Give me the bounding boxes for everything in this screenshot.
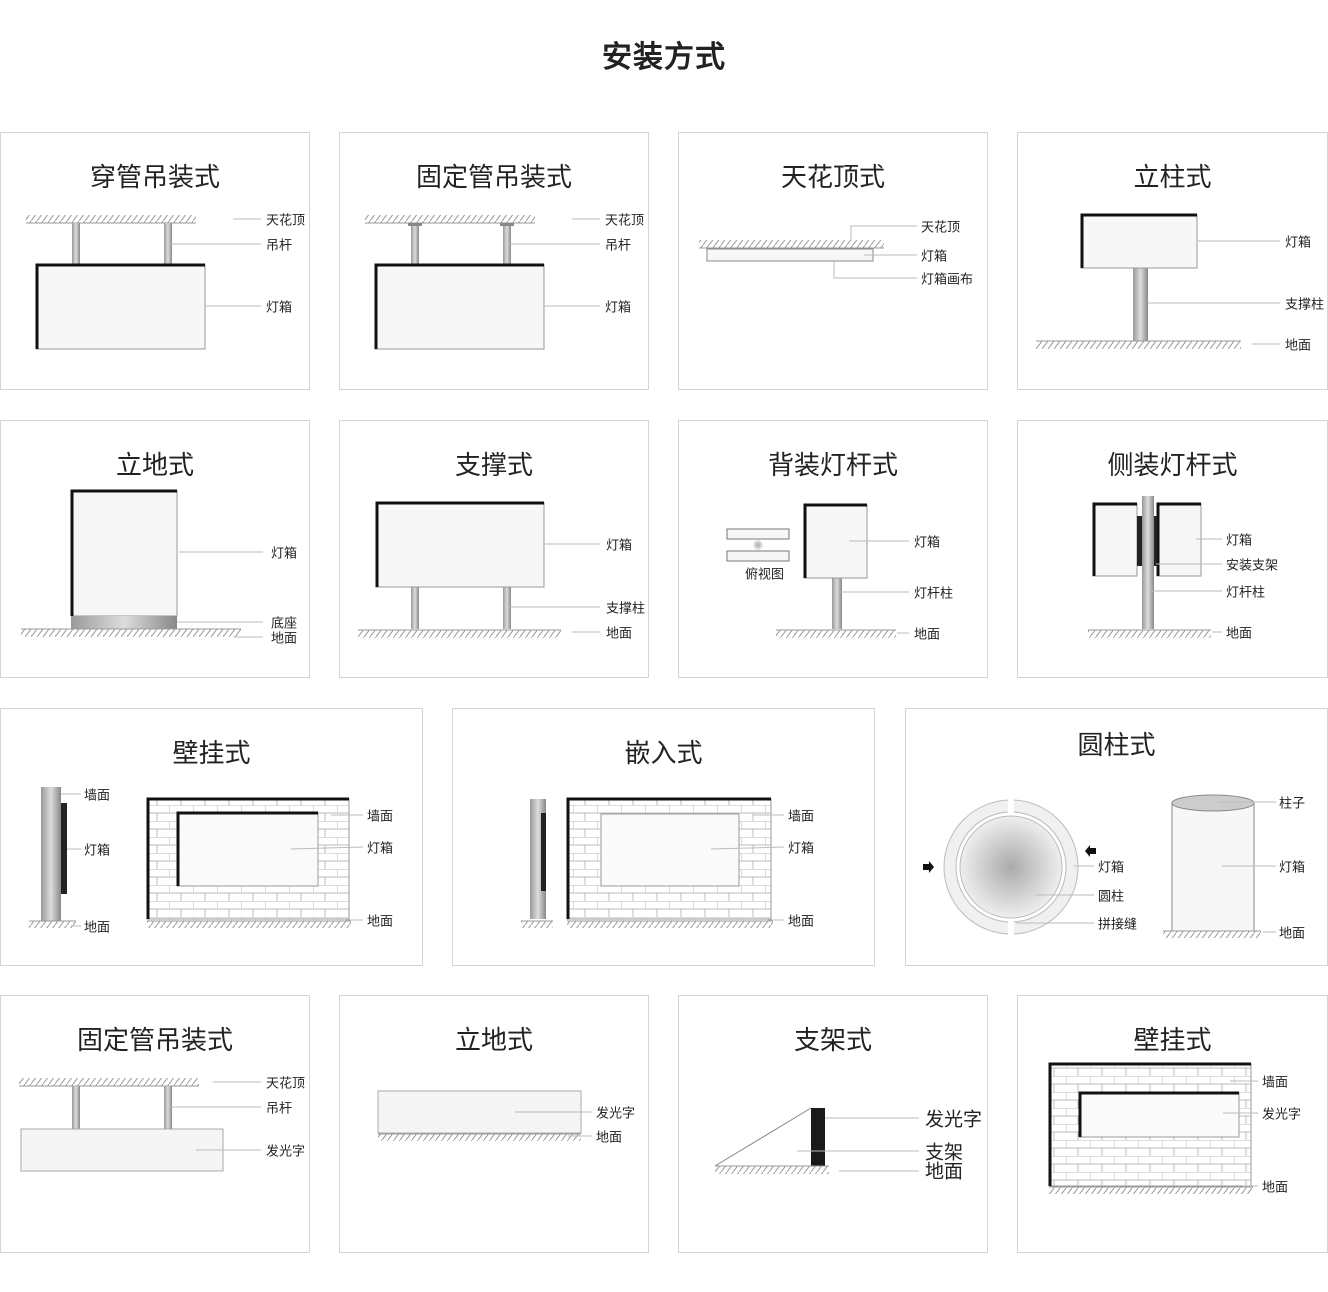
panel-fixed-pipe-hanging-letters: 固定管吊装式 天花顶 吊杆 发光字 xyxy=(0,995,310,1253)
panel-bracket: 支架式 发光字 支架 地面 xyxy=(678,995,988,1253)
label-base: 底座 xyxy=(271,616,298,632)
panel-ceiling-mount: 天花顶式 天花顶 灯箱 灯箱画布 xyxy=(678,132,988,390)
label-lightbox: 灯箱 xyxy=(266,300,293,316)
diagram xyxy=(714,1107,919,1174)
diagram xyxy=(1048,1062,1258,1194)
label-light-pole: 灯杆柱 xyxy=(914,586,954,602)
panel-title: 背装灯杆式 xyxy=(767,451,898,481)
label-lightbox: 灯箱 xyxy=(788,841,815,857)
panel-title: 支撑式 xyxy=(454,451,533,481)
label-wall: 墙面 xyxy=(367,809,394,825)
panel-floor-standing-letters: 立地式 发光字 地面 xyxy=(339,995,649,1253)
label-ceiling: 天花顶 xyxy=(266,213,306,229)
label-lightbox: 灯箱 xyxy=(921,249,948,265)
panel-title: 穿管吊装式 xyxy=(89,163,220,193)
label-ceiling: 天花顶 xyxy=(266,1076,306,1092)
label-ground: 地面 xyxy=(914,627,941,643)
diagram xyxy=(365,215,600,350)
panel-title: 固定管吊装式 xyxy=(415,163,572,193)
label-light-pole: 灯杆柱 xyxy=(1226,585,1266,601)
label-ground: 地面 xyxy=(925,1160,964,1183)
diagram xyxy=(19,1078,261,1172)
label-lightbox: 灯箱 xyxy=(1226,533,1253,549)
label-ceiling: 天花顶 xyxy=(921,220,961,236)
label-luminous-letters: 发光字 xyxy=(1262,1107,1302,1123)
diagram xyxy=(29,787,364,928)
panel-title: 嵌入式 xyxy=(624,739,703,769)
panel-title: 侧装灯杆式 xyxy=(1107,451,1238,481)
panel-side-pole: 侧装灯杆式 灯箱 安装支架 灯杆柱 地面 xyxy=(1017,420,1328,678)
panel-support: 支撑式 灯箱 支撑柱 地面 xyxy=(339,420,649,678)
panel-through-pipe-hanging: 穿管吊装式 天花顶 吊杆 灯箱 xyxy=(0,132,310,390)
panel-title: 立地式 xyxy=(115,451,194,481)
label-lightbox: 灯箱 xyxy=(914,535,941,551)
label-lightbox-canvas: 灯箱画布 xyxy=(921,272,974,288)
label-luminous-letters: 发光字 xyxy=(266,1144,306,1160)
label-seam: 拼接缝 xyxy=(1098,917,1138,933)
label-wall: 墙面 xyxy=(788,809,815,825)
label-lightbox: 灯箱 xyxy=(84,843,111,859)
label-ground: 地面 xyxy=(367,914,394,930)
panel-title: 立柱式 xyxy=(1133,163,1212,193)
label-ground: 地面 xyxy=(1226,626,1253,642)
label-ground: 地面 xyxy=(596,1130,623,1146)
label-rod: 吊杆 xyxy=(605,238,632,254)
label-ground: 地面 xyxy=(606,626,633,642)
diagram xyxy=(1088,496,1222,638)
label-ground: 地面 xyxy=(788,914,815,930)
page-title: 安装方式 xyxy=(602,40,726,75)
panel-wall-mount: 壁挂式 墙面 灯箱 地面 墙面 灯箱 地面 xyxy=(0,708,423,966)
panel-title: 天花顶式 xyxy=(780,163,885,193)
label-support-pole: 支撑柱 xyxy=(1285,297,1325,313)
label-lightbox: 灯箱 xyxy=(367,841,394,857)
panel-title: 立地式 xyxy=(454,1026,533,1056)
panel-title: 壁挂式 xyxy=(172,739,251,769)
label-top-view: 俯视图 xyxy=(745,567,785,583)
label-luminous-letters: 发光字 xyxy=(925,1108,983,1131)
panel-fixed-pipe-hanging: 固定管吊装式 天花顶 吊杆 灯箱 xyxy=(339,132,649,390)
label-ground: 地面 xyxy=(1279,926,1306,942)
label-lightbox: 灯箱 xyxy=(1279,860,1306,876)
label-wall: 墙面 xyxy=(84,788,111,804)
diagram xyxy=(923,794,1276,938)
panel-pillar: 立柱式 灯箱 支撑柱 地面 xyxy=(1017,132,1328,390)
diagram xyxy=(21,489,263,638)
label-ceiling: 天花顶 xyxy=(605,213,645,229)
diagram xyxy=(699,225,917,279)
label-ground: 地面 xyxy=(271,631,298,647)
label-ground: 地面 xyxy=(1285,338,1312,354)
panel-title: 圆柱式 xyxy=(1077,731,1156,761)
label-mounting-bracket: 安装支架 xyxy=(1226,558,1279,574)
diagram xyxy=(26,215,261,350)
label-lightbox: 灯箱 xyxy=(1285,235,1312,251)
panel-title: 支架式 xyxy=(793,1026,872,1056)
panel-cylinder: 圆柱式 灯箱 圆柱 拼接缝 柱子 灯箱 地面 xyxy=(905,708,1328,966)
diagram xyxy=(521,797,785,928)
label-pillar: 柱子 xyxy=(1279,796,1306,812)
panel-back-pole: 背装灯杆式 俯视图 灯箱 灯杆柱 地面 xyxy=(678,420,988,678)
label-lightbox: 灯箱 xyxy=(1098,860,1125,876)
label-ground: 地面 xyxy=(1262,1180,1289,1196)
panel-title: 壁挂式 xyxy=(1133,1026,1212,1056)
panel-wall-mount-letters: 壁挂式 墙面 发光字 地面 xyxy=(1017,995,1328,1253)
label-wall: 墙面 xyxy=(1262,1075,1289,1091)
label-lightbox: 灯箱 xyxy=(606,538,633,554)
label-luminous-letters: 发光字 xyxy=(596,1106,636,1122)
diagram xyxy=(726,503,909,638)
label-lightbox: 灯箱 xyxy=(605,300,632,316)
label-ground: 地面 xyxy=(84,920,111,936)
label-bracket: 支架 xyxy=(925,1141,964,1164)
label-lightbox: 灯箱 xyxy=(271,546,298,562)
label-rod: 吊杆 xyxy=(266,1101,293,1117)
label-column: 圆柱 xyxy=(1098,889,1125,905)
diagram xyxy=(1036,213,1280,349)
panel-embedded: 嵌入式 墙面 灯箱 地面 xyxy=(452,708,875,966)
diagram xyxy=(358,501,600,638)
panel-floor-standing: 立地式 灯箱 底座 地面 xyxy=(0,420,310,678)
label-support-pole: 支撑柱 xyxy=(606,601,646,617)
label-rod: 吊杆 xyxy=(266,238,293,254)
panel-title: 固定管吊装式 xyxy=(76,1026,233,1056)
diagram xyxy=(377,1090,592,1141)
